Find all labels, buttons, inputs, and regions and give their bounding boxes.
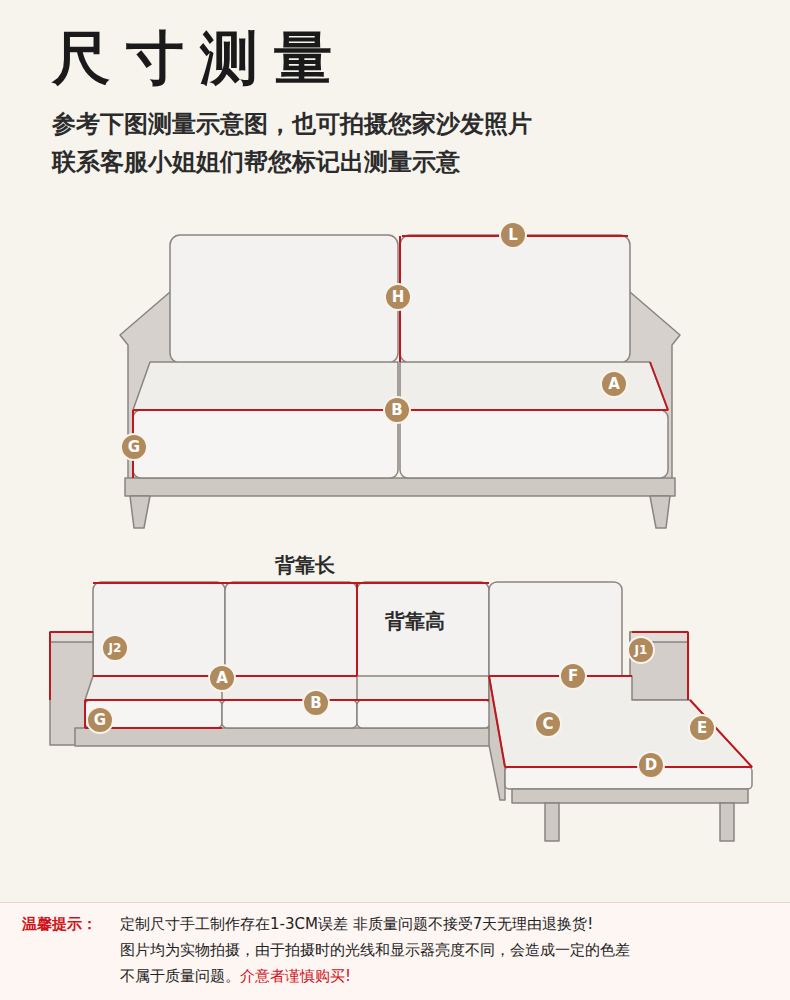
- callout-number: G: [120, 433, 148, 461]
- measure-lines: [50, 583, 752, 767]
- seat-top: [400, 362, 668, 410]
- callout-number: D: [637, 751, 665, 779]
- callout-number: L: [499, 221, 527, 249]
- callout-number: E: [688, 714, 716, 742]
- callout-number: H: [384, 283, 412, 311]
- callout-number: F: [559, 662, 587, 690]
- measure-line: [356, 583, 358, 676]
- callout-number: B: [302, 689, 330, 717]
- callout-letter: E: [697, 721, 707, 736]
- seat-split: [356, 676, 358, 700]
- chaise-base: [512, 789, 748, 803]
- callout-letter: B: [391, 403, 402, 418]
- measure-line: [505, 766, 752, 768]
- callout-number: J1: [627, 636, 655, 664]
- leg: [650, 496, 670, 528]
- callout-letter: J2: [109, 642, 122, 654]
- seat-front: [400, 410, 668, 478]
- leg: [720, 803, 734, 841]
- corner-sofa: [50, 582, 752, 841]
- base-frame: [75, 728, 500, 746]
- notice-text: 定制尺寸手工制作存在1-3CM误差 非质量问题不接受7天无理由退换货!: [120, 915, 593, 935]
- dimension-label: 背靠高: [385, 608, 445, 635]
- callout-letter: H: [392, 290, 405, 305]
- callout-number: G: [86, 706, 114, 734]
- callout-number: J2: [101, 634, 129, 662]
- seat-front: [357, 700, 490, 728]
- callout-number: C: [534, 710, 562, 738]
- measure-line: [687, 632, 689, 700]
- seat-top: [133, 362, 398, 410]
- back-cushion: [170, 235, 398, 363]
- measure-line: [690, 700, 752, 767]
- notice-text: 不属于质量问题。: [120, 967, 240, 987]
- callout-letter: F: [568, 669, 578, 684]
- back-cushion: [400, 235, 630, 363]
- measure-lines: [133, 236, 668, 478]
- callout-letter: A: [608, 377, 620, 392]
- callout-letter: B: [310, 696, 321, 711]
- leg: [130, 496, 150, 528]
- subtitle: 参考下图测量示意图，也可拍摄您家沙发照片: [52, 108, 532, 140]
- callout-letter: D: [645, 758, 657, 773]
- notice-text: 介意者谨慎购买!: [240, 967, 351, 987]
- measure-line: [650, 362, 668, 410]
- back-cushion: [93, 582, 225, 682]
- chaise-front: [505, 767, 752, 789]
- seat-front: [85, 700, 222, 728]
- subtitle: 联系客服小姐姐们帮您标记出测量示意: [52, 146, 460, 178]
- back-cushion: [357, 582, 489, 682]
- back-cushion: [489, 582, 622, 682]
- callout-letter: A: [216, 671, 228, 686]
- notice-band: 温馨提示： 定制尺寸手工制作存在1-3CM误差 非质量问题不接受7天无理由退换货!…: [0, 902, 790, 1000]
- seat-front: [133, 410, 398, 478]
- callout-letter: C: [542, 717, 553, 732]
- callout-letter: L: [508, 228, 518, 243]
- callout-letter: J1: [635, 644, 648, 656]
- measure-line: [50, 631, 93, 633]
- page-title: 尺寸测量: [52, 20, 348, 98]
- top-sofa: [120, 235, 680, 528]
- callout-number: A: [600, 370, 628, 398]
- notice-text: 图片均为实物拍摄，由于拍摄时的光线和显示器亮度不同，会造成一定的色差: [120, 941, 630, 961]
- measure-line: [85, 699, 489, 701]
- measure-line: [632, 631, 688, 633]
- chaise-top: [489, 676, 752, 767]
- callout-letter: G: [94, 713, 106, 728]
- callout-letter: G: [128, 440, 140, 455]
- measure-line: [93, 582, 489, 584]
- back-cushion: [225, 582, 357, 682]
- callout-number: A: [208, 664, 236, 692]
- callout-number: B: [383, 396, 411, 424]
- dimension-label: 背靠长: [275, 552, 335, 579]
- base-frame: [125, 478, 675, 496]
- leg: [545, 803, 559, 841]
- measure-line: [49, 632, 51, 700]
- left-arm-top: [50, 632, 93, 642]
- measure-line: [489, 676, 505, 767]
- seat-front: [222, 700, 357, 728]
- seat-top: [85, 676, 489, 700]
- notice-heading: 温馨提示：: [22, 915, 97, 935]
